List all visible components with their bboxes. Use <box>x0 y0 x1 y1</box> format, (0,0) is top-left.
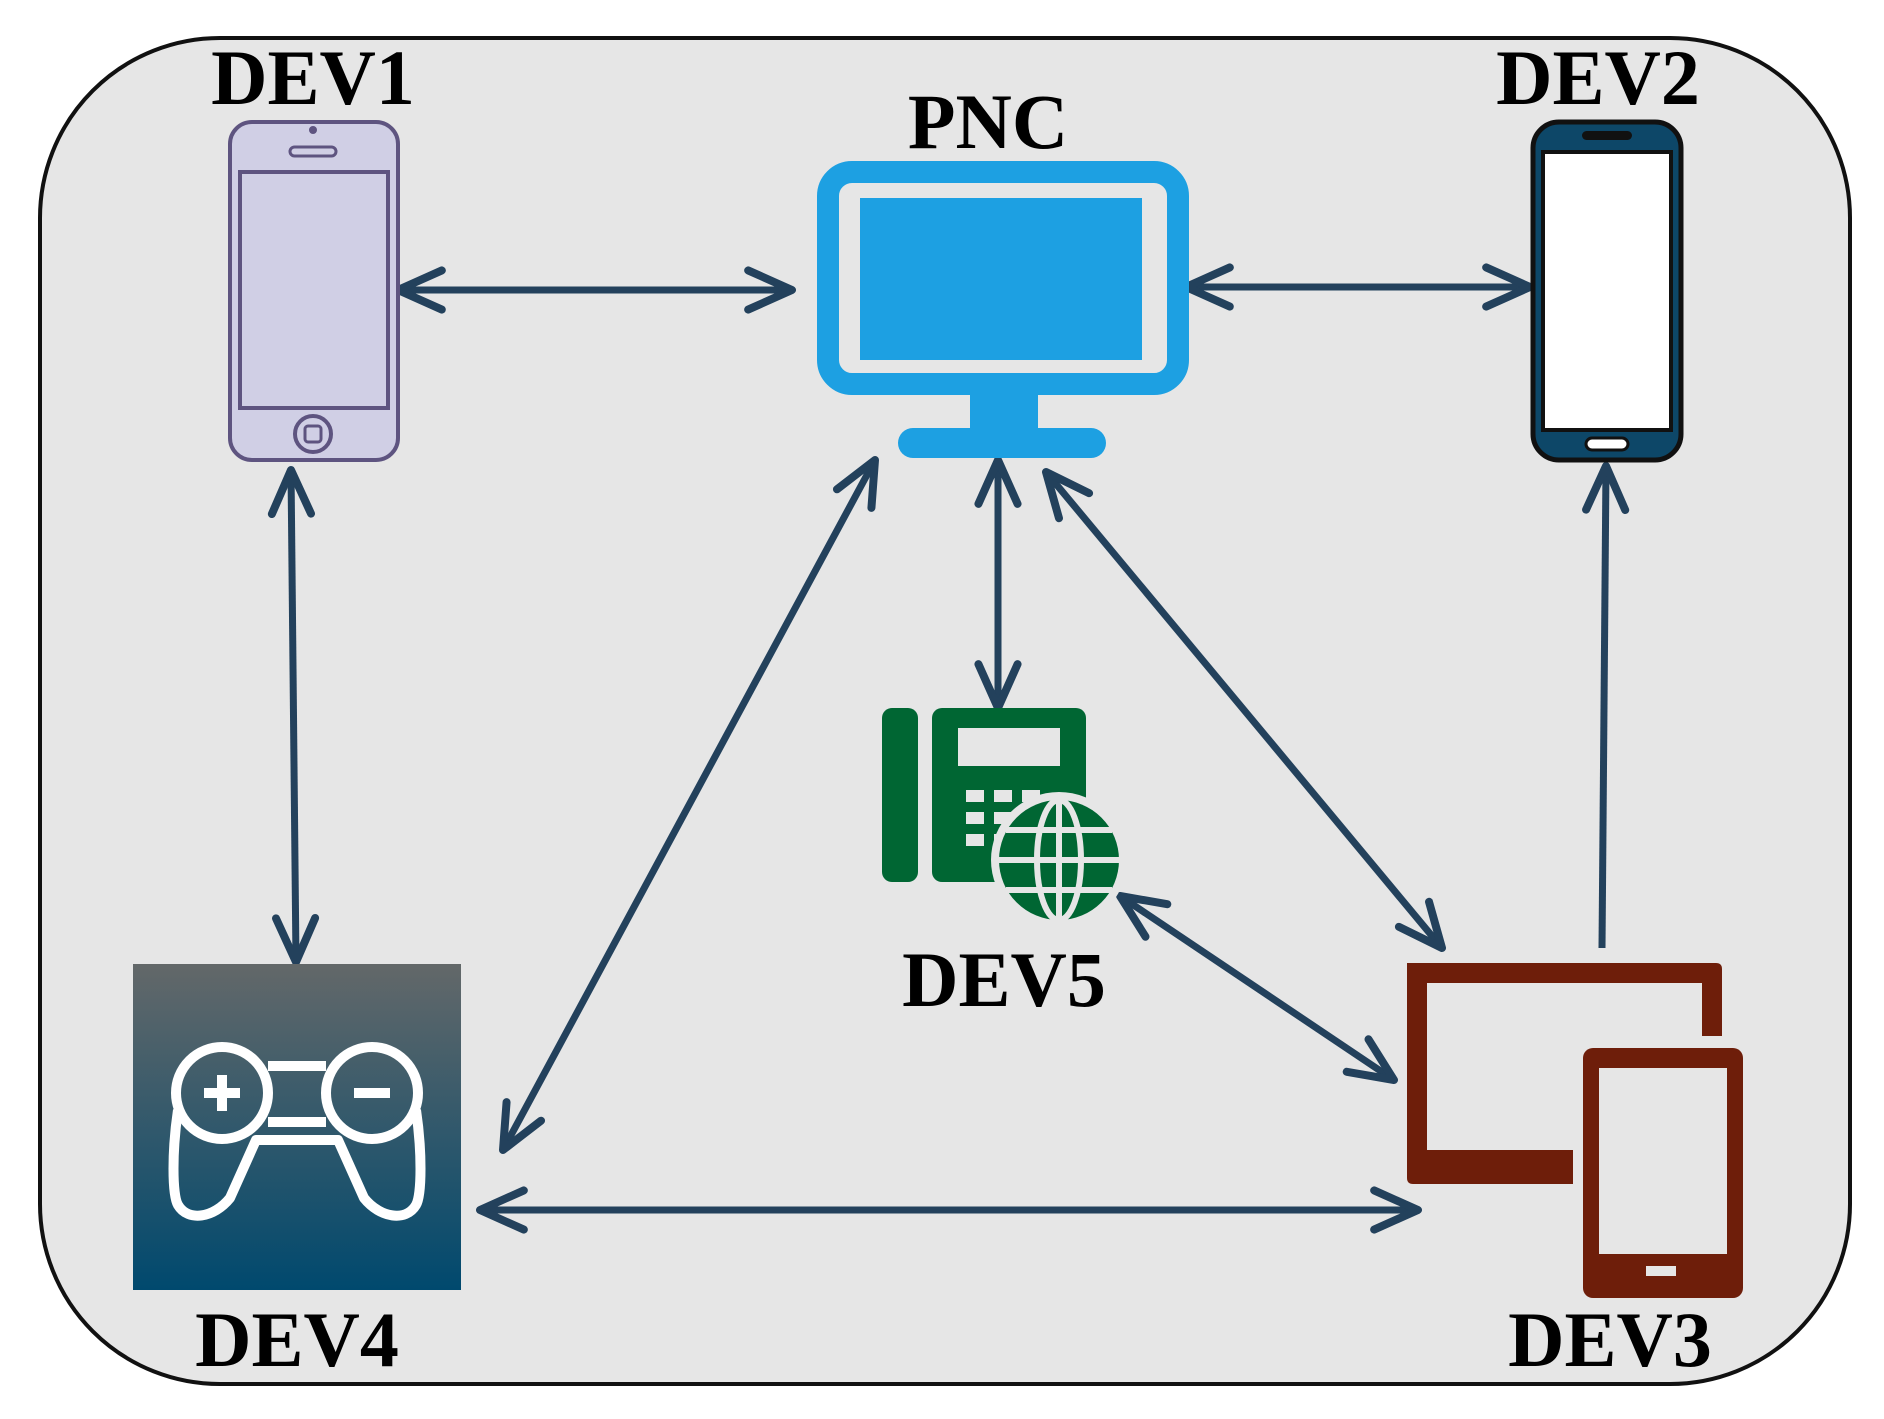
dev3-label: DEV3 <box>1508 1296 1712 1383</box>
dev1-node: DEV1 <box>211 34 415 462</box>
arrowhead-dev4-dev3-end <box>1370 1186 1422 1234</box>
smartphone-icon <box>228 120 400 462</box>
dev5-node: DEV5 <box>882 708 1127 1023</box>
arrowhead-pnc-dev4-end <box>499 1098 546 1154</box>
arrowhead-pnc-dev5-start <box>974 456 1022 508</box>
dev4-label: DEV4 <box>195 1296 399 1383</box>
link-pnc-dev3 <box>1043 469 1445 951</box>
links-group <box>267 263 1630 1234</box>
android-phone-icon <box>1530 119 1684 463</box>
ip-phone-globe-icon <box>882 708 1127 928</box>
arrowhead-pnc-dev3-start <box>1042 468 1094 523</box>
link-dev1-dev4 <box>287 469 300 963</box>
arrowhead-dev3-dev2-end <box>1582 462 1630 514</box>
pnc-label: PNC <box>908 78 1068 165</box>
arrowhead-dev5-dev3-end <box>1342 1035 1398 1084</box>
dev3-node: DEV3 <box>1407 963 1743 1383</box>
arrowhead-pnc-dev2-end <box>1482 263 1534 311</box>
arrowhead-pnc-dev4-start <box>832 456 879 512</box>
arrowhead-dev1-dev4-end <box>271 913 320 966</box>
arrowhead-dev1-pnc-end <box>744 266 796 314</box>
link-dev3-dev2 <box>1598 465 1610 949</box>
link-pnc-dev4 <box>499 458 879 1152</box>
arrowhead-dev5-dev3-start <box>1116 892 1172 941</box>
arrowhead-pnc-dev3-end <box>1394 897 1446 952</box>
arrowhead-dev4-dev3-start <box>476 1186 528 1234</box>
dev2-node: DEV2 <box>1496 34 1700 463</box>
dev5-label: DEV5 <box>902 936 1106 1023</box>
dev1-label: DEV1 <box>211 34 415 121</box>
gamepad-icon <box>133 964 461 1290</box>
pnc-node: PNC <box>817 78 1189 458</box>
link-dev5-dev3 <box>1118 893 1396 1083</box>
arrowhead-dev1-dev4-start <box>267 466 316 519</box>
dev2-label: DEV2 <box>1496 34 1700 121</box>
dev4-node: DEV4 <box>133 964 461 1383</box>
tablet-and-phone-icon <box>1407 963 1743 1298</box>
monitor-icon <box>817 161 1189 458</box>
